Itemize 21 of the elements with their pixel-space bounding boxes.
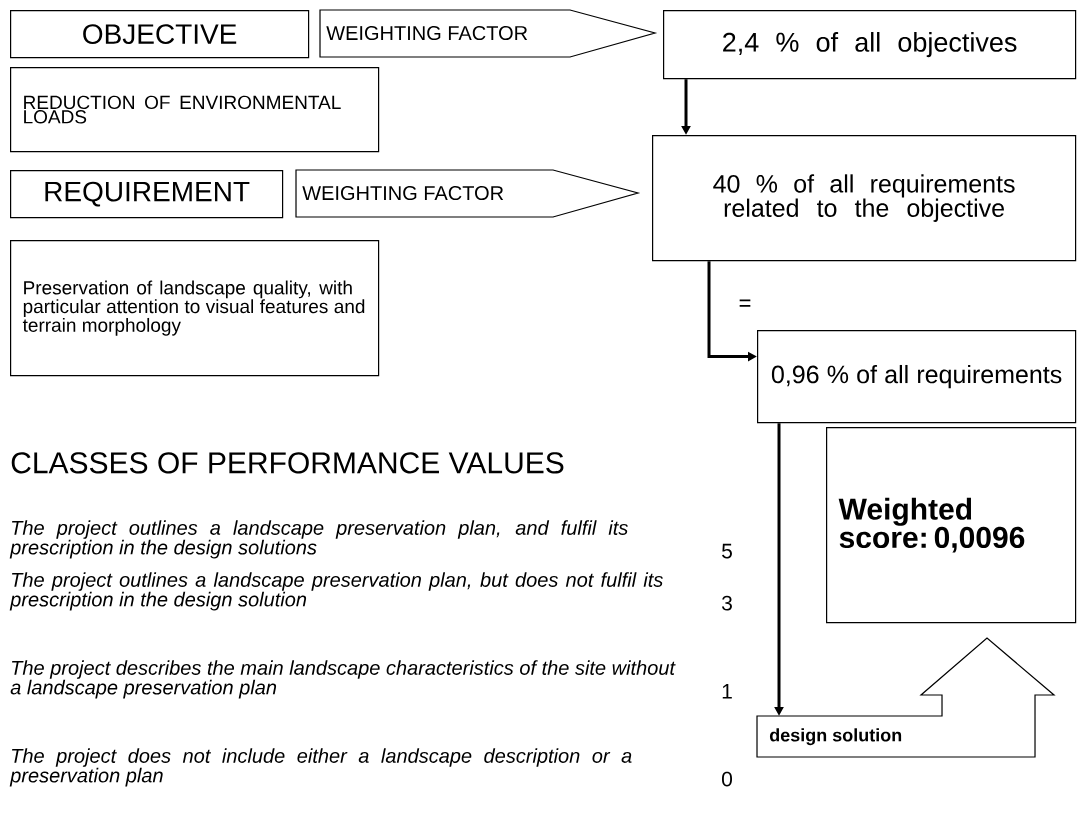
description-text: The project outlines a landscape preservation plan, but does not fulfil its prescription in the design solution: [9, 572, 663, 611]
description-text: The project outlines a landscape preservation plan, and fulfil its prescription in the design solutions: [9, 520, 628, 559]
pointer-box: WEIGHTING FACTOR: [319, 9, 658, 58]
score-box: Weighted score: 0,0096: [826, 427, 1077, 624]
pointer-box: WEIGHTING FACTOR: [295, 169, 641, 218]
heading-box: REQUIREMENT: [10, 170, 284, 219]
description-text: The project does not include either a landscape description or a preservation plan: [9, 748, 632, 787]
value-box: 2,4 % of all objectives: [663, 10, 1077, 80]
score-value: 3: [721, 595, 732, 611]
score-value: 5: [722, 543, 732, 559]
score-value: 1: [722, 684, 732, 699]
block-arrow-box: design solution: [756, 637, 1056, 758]
text-box: REDUCTION OF ENVIRONMENTAL LOADS: [10, 67, 380, 153]
score-value: 0: [722, 771, 732, 787]
description-text: The project describes the main landscape characteristics of the site without a landscape preservation plan: [10, 660, 676, 699]
text-box: Preservation of landscape quality, with particular attention to visual features and terrain morphology: [10, 240, 380, 377]
section-heading: CLASSES OF PERFORMANCE VALUES: [11, 452, 564, 474]
value-box: 40 % of all requirements related to the objective: [652, 135, 1077, 262]
edge-label: =: [737, 298, 753, 312]
heading-box: OBJECTIVE: [10, 10, 310, 59]
value-box: 0,96 % of all requirements: [757, 330, 1077, 424]
